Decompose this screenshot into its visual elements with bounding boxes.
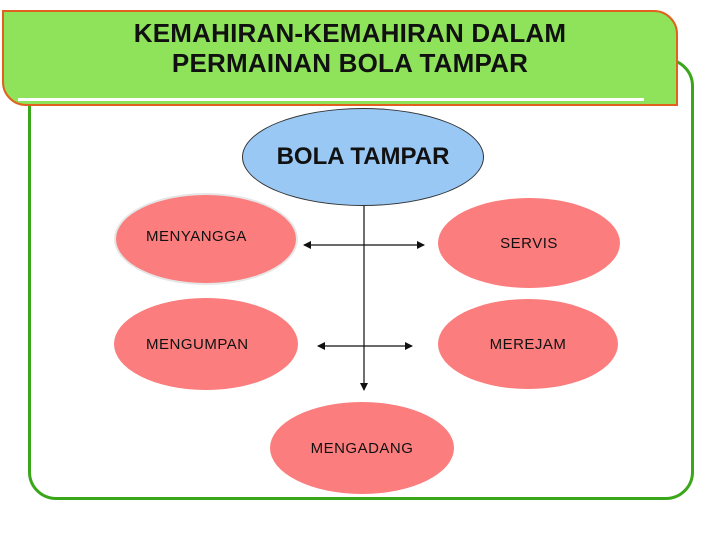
skill-label-menyangga: MENYANGGA xyxy=(146,227,247,245)
title-banner xyxy=(2,10,678,106)
skill-label-merejam: MEREJAM xyxy=(489,335,567,353)
skill-node-mengadang: MENGADANG xyxy=(270,402,454,494)
skill-label-servis: SERVIS xyxy=(500,234,558,252)
title-line-1: KEMAHIRAN-KEMAHIRAN DALAM xyxy=(133,18,567,48)
skill-node-merejam: MEREJAM xyxy=(438,299,618,389)
skill-label-mengadang: MENGADANG xyxy=(310,439,414,457)
skill-node-mengumpan: MENGUMPAN xyxy=(114,298,298,390)
center-node-bola-tampar: BOLA TAMPAR xyxy=(242,108,484,206)
skill-label-mengumpan: MENGUMPAN xyxy=(146,335,249,353)
title-underline xyxy=(18,98,644,101)
title-line-2: PERMAINAN BOLA TAMPAR xyxy=(171,48,529,78)
center-node-label: BOLA TAMPAR xyxy=(276,143,450,170)
slide-title: KEMAHIRAN-KEMAHIRAN DALAM PERMAINAN BOLA… xyxy=(0,18,700,78)
skill-node-menyangga: MENYANGGA xyxy=(114,193,298,285)
skill-node-servis: SERVIS xyxy=(438,198,620,288)
